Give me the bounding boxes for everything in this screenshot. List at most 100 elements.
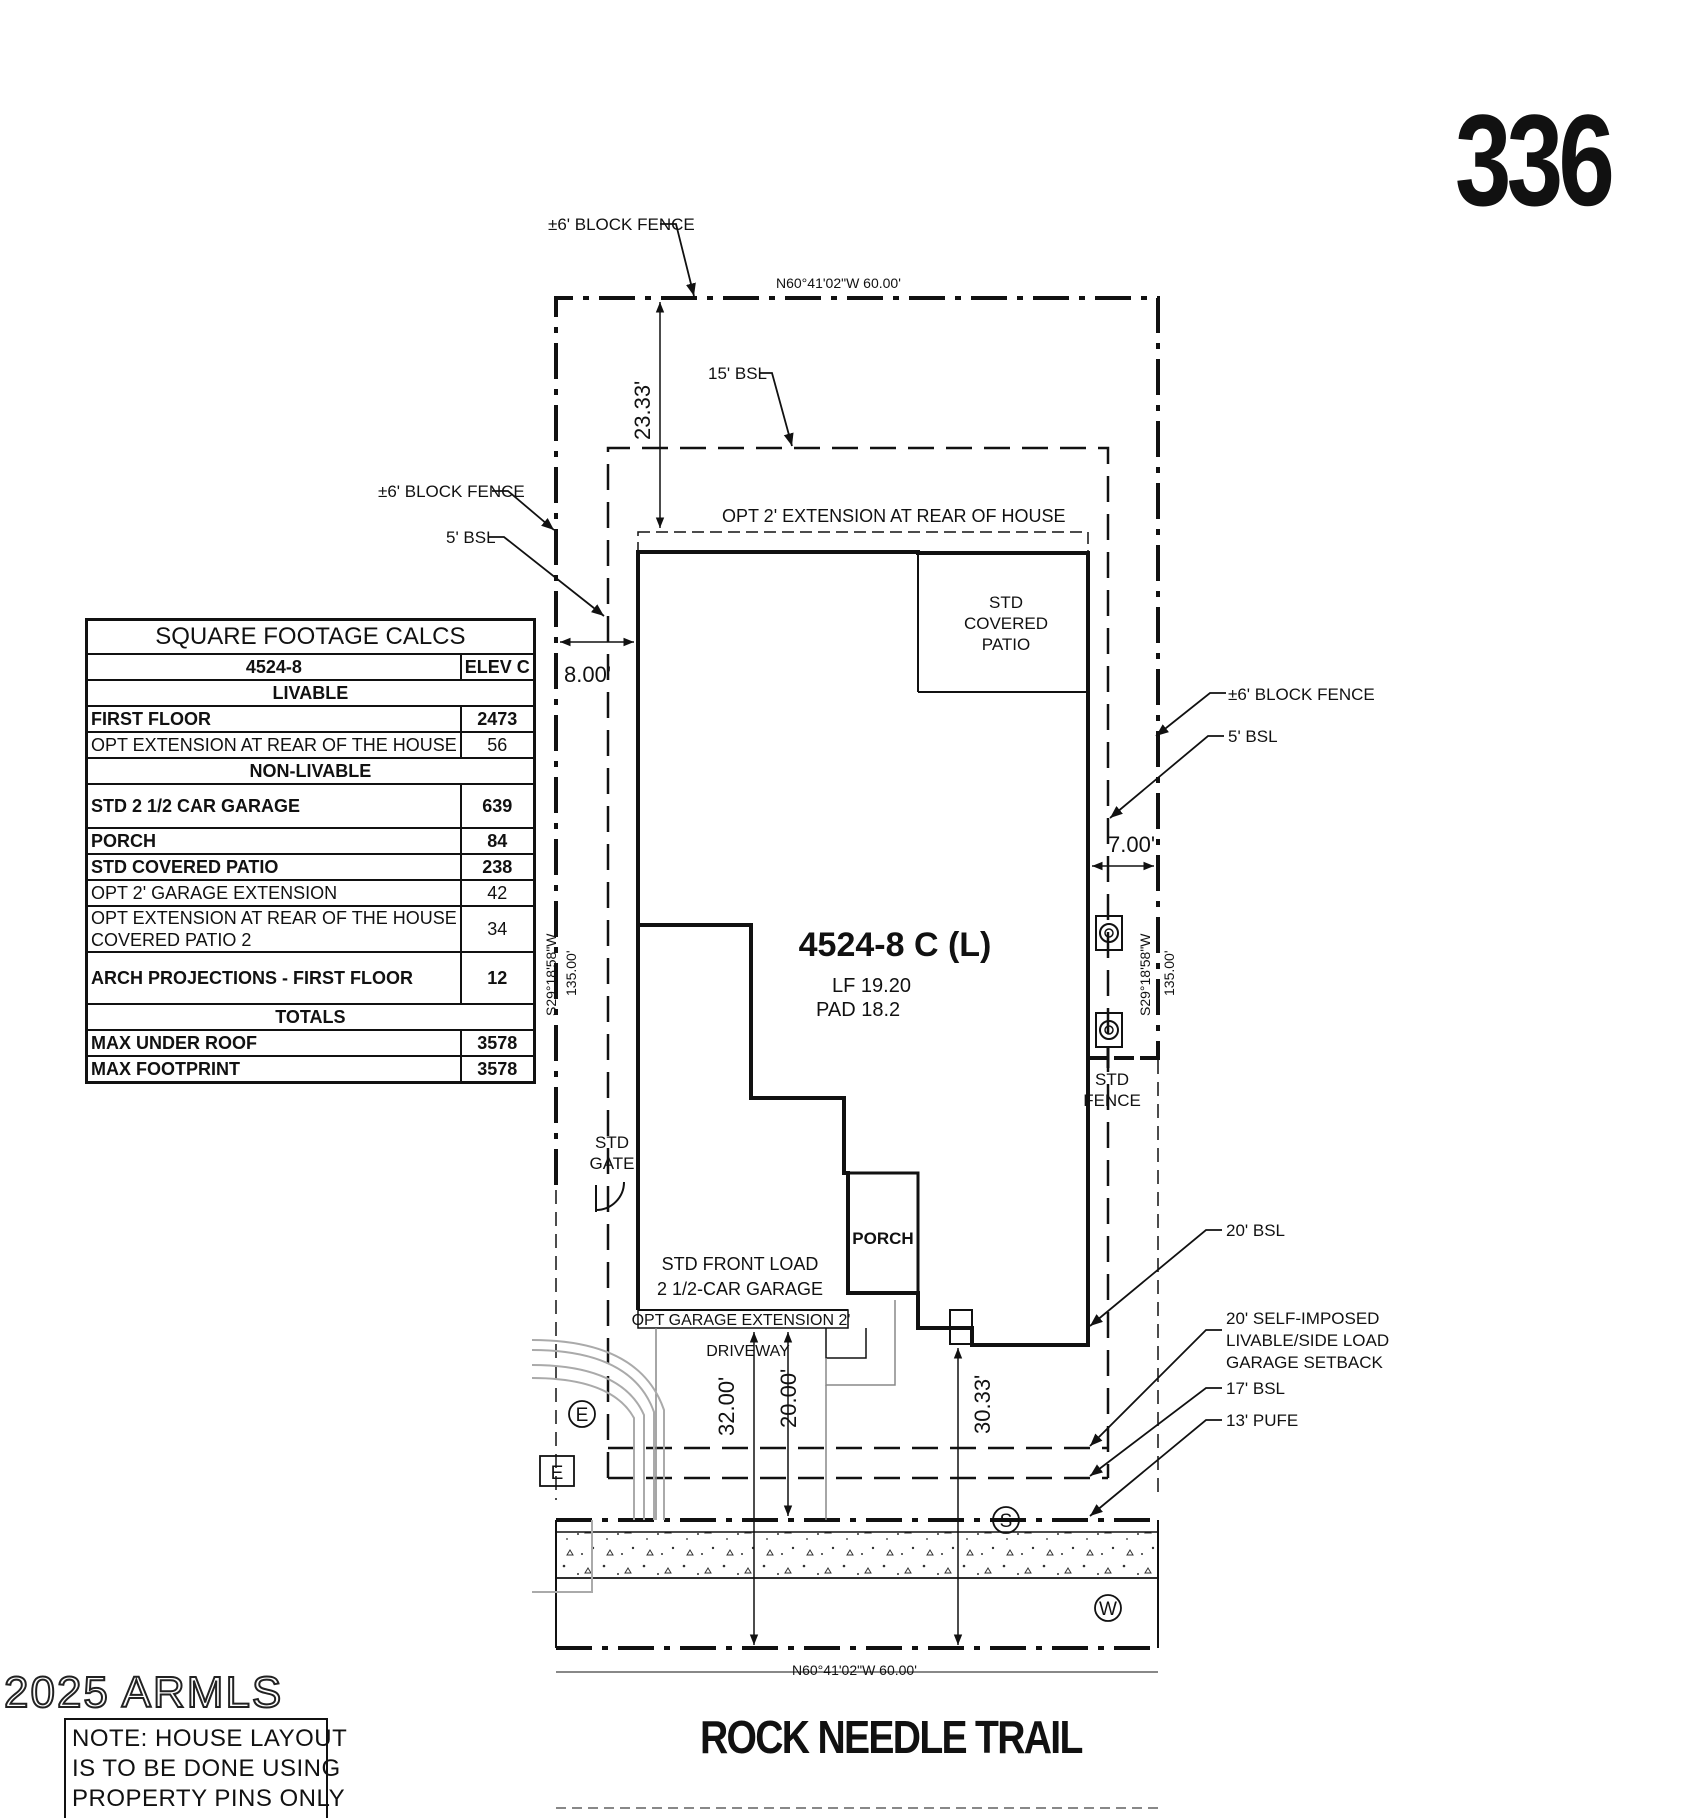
row-label: PORCH <box>85 827 462 855</box>
row-value: 639 <box>459 783 536 829</box>
label-std-fence-2: FENCE <box>1083 1091 1141 1110</box>
label-patio-3: PATIO <box>982 635 1031 654</box>
note-line-1: NOTE: HOUSE LAYOUT <box>72 1725 348 1752</box>
dim-rear-setback: 23.33' <box>630 381 655 440</box>
row-label: ARCH PROJECTIONS - FIRST FLOOR <box>85 951 462 1005</box>
opt-extension-outline <box>637 531 1089 553</box>
std-gate <box>595 1181 625 1212</box>
note-line-2: IS TO BE DONE USING <box>72 1755 341 1782</box>
label-bsl-5-left: 5' BSL <box>446 528 496 547</box>
table-title: SQUARE FOOTAGE CALCS <box>85 618 536 655</box>
marker-w: W <box>1099 1599 1117 1620</box>
row-value: 2473 <box>459 705 536 733</box>
sidewalk <box>555 1531 1159 1579</box>
row-value: 56 <box>459 731 536 759</box>
dim-front-30: 30.33' <box>970 1375 995 1434</box>
label-self-imposed-2: LIVABLE/SIDE LOAD <box>1226 1331 1389 1350</box>
right-length: 135.00' <box>1161 951 1177 997</box>
label-std-fence-1: STD <box>1095 1070 1129 1089</box>
label-std-gate-2: GATE <box>589 1154 634 1173</box>
label-garage-1: STD FRONT LOAD <box>662 1254 819 1274</box>
label-block-fence-right: ±6' BLOCK FENCE <box>1228 685 1375 704</box>
label-patio-2: COVERED <box>964 614 1048 633</box>
leader-lines <box>488 223 1226 1517</box>
marker-e-circle: E <box>576 1405 589 1426</box>
label-bsl-15: 15' BSL <box>708 364 767 383</box>
row-value: 3578 <box>459 1055 536 1084</box>
row-label-2: COVERED PATIO 2 <box>91 930 252 950</box>
row-value: 34 <box>459 905 536 953</box>
label-opt-extension: OPT 2' EXTENSION AT REAR OF HOUSE <box>722 506 1066 526</box>
label-garage-2: 2 1/2-CAR GARAGE <box>657 1279 823 1299</box>
label-driveway: DRIVEWAY <box>706 1343 790 1360</box>
non-livable-header: NON-LIVABLE <box>85 757 536 785</box>
row-label: OPT EXTENSION AT REAR OF THE HOUSE <box>85 731 462 759</box>
label-patio-1: STD <box>989 593 1023 612</box>
dim-left-side: 8.00' <box>564 662 611 687</box>
marker-e-box: E <box>551 1463 564 1484</box>
elev-header: ELEV C <box>459 653 536 681</box>
setback-lines <box>606 446 1110 1480</box>
row-label: OPT EXTENSION AT REAR OF THE HOUSE <box>91 908 457 928</box>
row-value: 12 <box>459 951 536 1005</box>
label-bsl-20: 20' BSL <box>1226 1221 1285 1240</box>
ac-units <box>1095 915 1123 1048</box>
lot-number: 336 <box>1455 87 1615 233</box>
porch <box>846 1171 920 1295</box>
model-label: 4524-8 C (L) <box>799 926 992 964</box>
layout-note: NOTE: HOUSE LAYOUT IS TO BE DONE USING P… <box>64 1718 348 1818</box>
utility-markers <box>539 1400 1122 1622</box>
top-bearing: N60°41'02"W 60.00' <box>776 275 901 291</box>
left-bearing: S29°18'58"W <box>543 933 559 1016</box>
dim-right-side: 7.00' <box>1108 832 1155 857</box>
label-block-fence-left: ±6' BLOCK FENCE <box>378 482 525 501</box>
label-bsl-5-right: 5' BSL <box>1228 727 1278 746</box>
row-label: STD 2 1/2 CAR GARAGE <box>85 783 462 829</box>
livable-header: LIVABLE <box>85 679 536 707</box>
totals-header: TOTALS <box>85 1003 536 1031</box>
bottom-bearing: N60°41'02"W 60.00' <box>792 1662 917 1678</box>
garage-extension <box>637 1309 849 1329</box>
street-name: ROCK NEEDLE TRAIL <box>700 1711 1083 1763</box>
label-porch: PORCH <box>852 1229 913 1248</box>
row-label: FIRST FLOOR <box>85 705 462 733</box>
dimension-lines <box>556 302 1158 1673</box>
plan-lf: LF 19.20 <box>832 975 911 997</box>
row-value: 238 <box>459 853 536 881</box>
watermark: 2025 ARMLS <box>3 1667 284 1718</box>
row-value: 42 <box>459 879 536 907</box>
row-label: MAX UNDER ROOF <box>85 1029 462 1057</box>
right-bearing: S29°18'58"W <box>1137 933 1153 1016</box>
label-self-imposed-1: 20' SELF-IMPOSED <box>1226 1309 1379 1328</box>
left-length: 135.00' <box>563 951 579 997</box>
row-value: 84 <box>459 827 536 855</box>
row-label: STD COVERED PATIO <box>85 853 462 881</box>
dim-front-32: 32.00' <box>714 1377 739 1436</box>
marker-s: S <box>1000 1511 1013 1532</box>
plan-pad: PAD 18.2 <box>816 999 900 1021</box>
driveway <box>655 1300 896 1520</box>
dim-front-20: 20.00' <box>776 1369 801 1428</box>
plan-header: 4524-8 <box>85 653 462 681</box>
property-line <box>554 296 1160 1185</box>
label-block-fence-top: ±6' BLOCK FENCE <box>548 215 695 234</box>
label-self-imposed-3: GARAGE SETBACK <box>1226 1353 1383 1372</box>
row-label: MAX FOOTPRINT <box>85 1055 462 1084</box>
row-label: OPT 2' GARAGE EXTENSION <box>85 879 462 907</box>
label-garage-extension: OPT GARAGE EXTENSION 2' <box>632 1312 851 1329</box>
label-bsl-17: 17' BSL <box>1226 1379 1285 1398</box>
note-line-3: PROPERTY PINS ONLY <box>72 1785 346 1812</box>
row-value: 3578 <box>459 1029 536 1057</box>
